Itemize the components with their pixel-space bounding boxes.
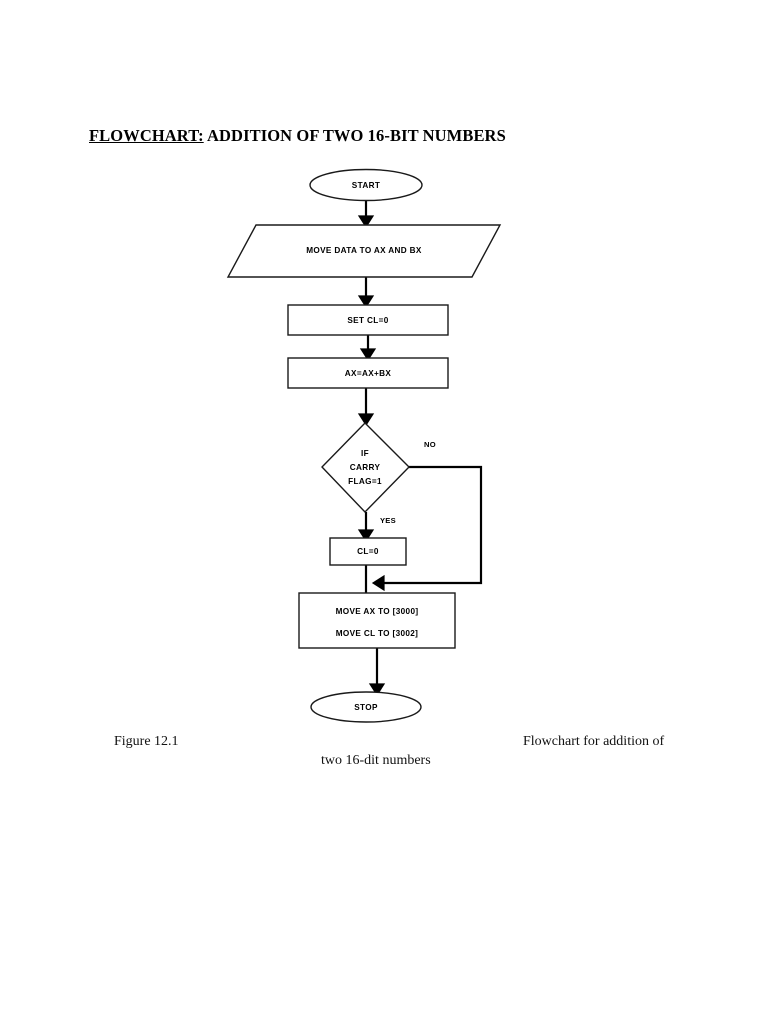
process-shape-set-cl	[287, 304, 449, 336]
branch-label-yes: YES	[380, 516, 396, 525]
branch-label-no: NO	[424, 440, 436, 449]
caption-figure-number: Figure 12.1	[114, 734, 179, 749]
page-title-rest: ADDITION OF TWO 16-BIT NUMBERS	[203, 126, 506, 145]
node-decision-line3: FLAG=1	[348, 477, 382, 486]
process-shape-add	[287, 357, 449, 389]
node-stop: STOP	[310, 691, 422, 723]
terminator-shape-start	[309, 168, 423, 202]
page-title: FLOWCHART: ADDITION OF TWO 16-BIT NUMBER…	[89, 126, 506, 146]
process-shape-cl-zero	[329, 537, 407, 566]
node-start: START	[309, 168, 423, 202]
terminator-shape-stop	[310, 691, 422, 723]
caption-continuation: two 16-dit numbers	[321, 753, 431, 768]
page-title-underlined: FLOWCHART:	[89, 126, 204, 145]
node-add-label: AX=AX+BX	[345, 369, 392, 378]
node-cl-zero-label: CL=0	[357, 547, 379, 556]
node-decision-line2: CARRY	[350, 463, 381, 472]
node-store-line1: MOVE AX TO [3000]	[336, 607, 419, 616]
node-decision-carry-flag: IF CARRY FLAG=1	[321, 422, 410, 514]
connector-decide-no-bypass	[371, 465, 483, 592]
parallelogram-shape-input	[226, 224, 502, 278]
node-store-results: MOVE AX TO [3000] MOVE CL TO [3002]	[298, 592, 456, 649]
node-set-cl: SET CL=0	[287, 304, 449, 336]
node-cl-zero: CL=0	[329, 537, 407, 566]
node-stop-label: STOP	[354, 703, 378, 712]
node-input-label: MOVE DATA TO AX AND BX	[306, 246, 422, 255]
flowchart-diagram: START MOVE DATA TO AX AND BX SET CL=0 AX…	[226, 168, 502, 723]
node-store-line2: MOVE CL TO [3002]	[336, 629, 419, 638]
caption-description: Flowchart for addition of	[523, 734, 665, 749]
node-add: AX=AX+BX	[287, 357, 449, 389]
process-shape-store-results	[298, 592, 456, 649]
node-set-cl-label: SET CL=0	[347, 316, 388, 325]
decision-shape-carry-flag	[321, 422, 410, 514]
node-start-label: START	[352, 181, 380, 190]
node-decision-line1: IF	[361, 449, 369, 458]
node-input: MOVE DATA TO AX AND BX	[226, 224, 502, 278]
